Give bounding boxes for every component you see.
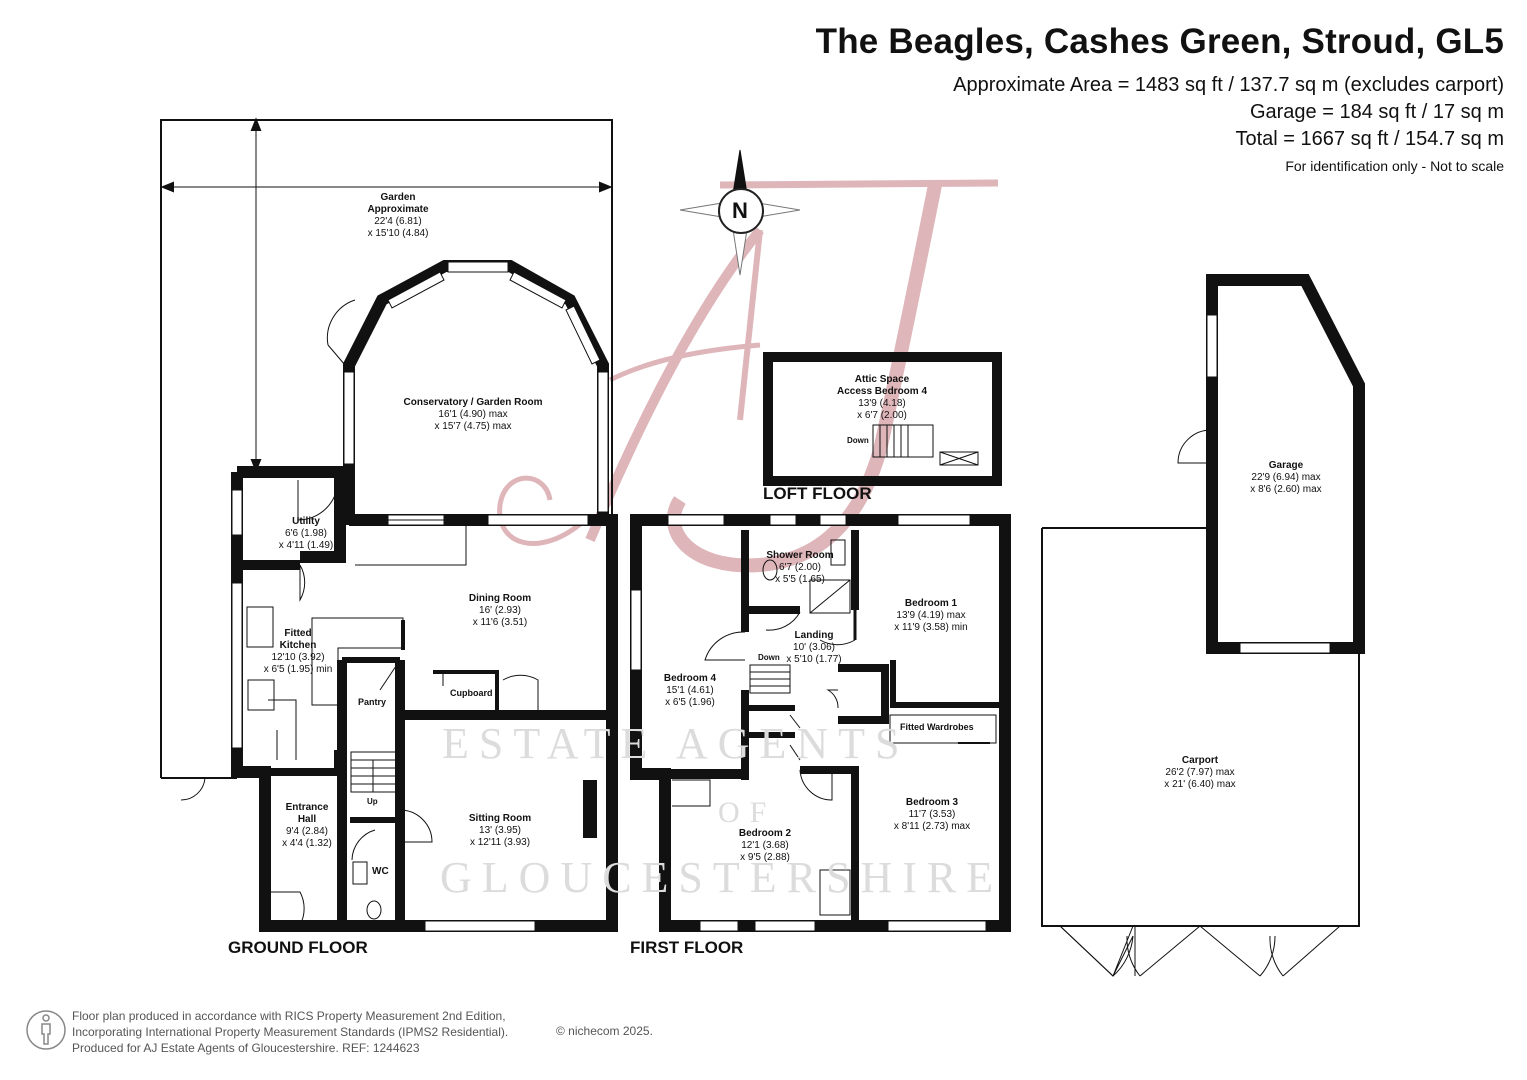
room-label-kitchen: Fitted Kitchen 12'10 (3.92) x 6'5 (1.95)… xyxy=(263,628,333,675)
person-info-icon xyxy=(26,1010,66,1050)
garden-boundary xyxy=(160,117,613,801)
identification-note: For identification only - Not to scale xyxy=(1285,158,1504,174)
garage-area: Garage = 184 sq ft / 17 sq m xyxy=(1249,101,1504,123)
compass-north-label: N xyxy=(732,198,748,223)
copyright-notice: © nichecom 2025. xyxy=(556,1024,653,1038)
room-label-dining: Dining Room 16' (2.93) x 11'6 (3.51) xyxy=(468,593,532,628)
loft-floor-walls xyxy=(763,352,1002,486)
ground-floor-label: GROUND FLOOR xyxy=(228,938,368,957)
stairs-up-label: Up xyxy=(367,797,378,806)
aj-watermark-logo xyxy=(497,179,999,573)
room-label-garden: Garden Approximate 22'4 (6.81) x 15'10 (… xyxy=(367,192,429,239)
property-title: The Beagles, Cashes Green, Stroud, GL5 xyxy=(815,22,1504,61)
stairs-down-label-loft: Down xyxy=(847,436,869,445)
room-label-bedroom-1: Bedroom 1 13'9 (4.19) max x 11'9 (3.58) … xyxy=(894,598,968,633)
watermark-text-line1: ESTATE AGENTS xyxy=(442,719,910,768)
room-label-shower: Shower Room 6'7 (2.00) x 5'5 (1.65) xyxy=(766,550,834,585)
first-floor-label: FIRST FLOOR xyxy=(630,938,744,957)
footer-disclaimer: Floor plan produced in accordance with R… xyxy=(72,1008,508,1056)
room-label-bedroom-2: Bedroom 2 12'1 (3.68) x 9'5 (2.88) xyxy=(738,828,792,863)
room-label-landing: Landing 10' (3.06) x 5'10 (1.77) xyxy=(786,630,842,665)
stairs-down-label-first: Down xyxy=(758,653,780,662)
compass-rose-icon xyxy=(679,149,801,276)
footer-line-1: Floor plan produced in accordance with R… xyxy=(72,1009,506,1023)
room-label-bedroom-4: Bedroom 4 15'1 (4.61) x 6'5 (1.96) xyxy=(663,673,717,708)
room-label-cupboard: Cupboard xyxy=(450,688,493,698)
room-label-garage: Garage 22'9 (6.94) max x 8'6 (2.60) max xyxy=(1250,460,1322,495)
footer-line-3: Produced for AJ Estate Agents of Glouces… xyxy=(72,1041,420,1055)
ground-floor-walls xyxy=(231,466,618,932)
room-label-entrance-hall: Entrance Hall 9'4 (2.84) x 4'4 (1.32) xyxy=(282,802,332,849)
room-label-fitted-wardrobes: Fitted Wardrobes xyxy=(900,722,974,732)
room-label-conservatory: Conservatory / Garden Room 16'1 (4.90) m… xyxy=(403,397,543,432)
total-area: Total = 1667 sq ft / 154.7 sq m xyxy=(1235,128,1505,150)
approximate-area: Approximate Area = 1483 sq ft / 137.7 sq… xyxy=(953,74,1504,96)
loft-floor-label: LOFT FLOOR xyxy=(763,484,872,503)
footer-line-2: Incorporating International Property Mea… xyxy=(72,1025,509,1039)
room-label-pantry: Pantry xyxy=(358,697,387,707)
carport-outline xyxy=(1041,527,1360,977)
garage-walls xyxy=(1177,274,1365,654)
conservatory-walls xyxy=(326,260,609,525)
room-label-carport: Carport 26'2 (7.97) max x 21' (6.40) max xyxy=(1164,755,1236,790)
watermark-text-line2: OF xyxy=(718,796,777,829)
room-label-attic: Attic Space Access Bedroom 4 13'9 (4.18)… xyxy=(836,374,928,421)
room-label-wc: WC xyxy=(372,866,389,877)
room-label-sitting: Sitting Room 13' (3.95) x 12'11 (3.93) xyxy=(468,813,532,848)
room-label-utility: Utility 6'6 (1.98) x 4'11 (1.49) xyxy=(278,516,334,551)
watermark-text-line3: GLOUCESTERSHIRE xyxy=(440,853,1004,902)
room-label-bedroom-3: Bedroom 3 11'7 (3.53) x 8'11 (2.73) max xyxy=(893,797,971,832)
first-floor-walls xyxy=(630,514,1011,932)
